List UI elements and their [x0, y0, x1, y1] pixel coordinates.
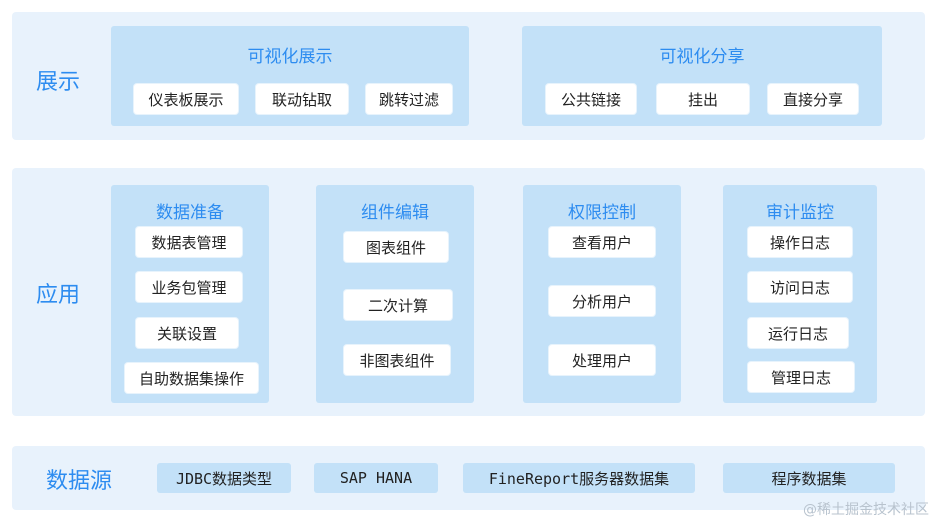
relation-settings-item: 关联设置 [136, 318, 238, 348]
access-log-item: 访问日志 [748, 272, 852, 302]
non-chart-component-item: 非图表组件 [344, 345, 450, 375]
manage-log-item: 管理日志 [748, 362, 854, 392]
view-user-item: 查看用户 [549, 227, 655, 257]
secondary-calc-item: 二次计算 [344, 290, 452, 320]
display-row-label: 展示 [36, 70, 81, 95]
data-table-manage-item: 数据表管理 [136, 227, 242, 257]
finereport-dataset-source-item: FineReport服务器数据集 [463, 463, 695, 493]
linkage-drill-item: 联动钻取 [256, 84, 348, 114]
jdbc-source-item: JDBC数据类型 [157, 463, 291, 493]
program-dataset-source-item: 程序数据集 [723, 463, 895, 493]
watermark: @稀土掘金技术社区 [803, 502, 929, 518]
hang-out-item: 挂出 [657, 84, 749, 114]
analysis-user-item: 分析用户 [549, 286, 655, 316]
data-prep-title: 数据准备 [156, 203, 224, 223]
visualization-share-title: 可视化分享 [659, 47, 745, 67]
visualization-display-title: 可视化展示 [247, 47, 333, 67]
self-service-dataset-item: 自助数据集操作 [125, 363, 258, 393]
sap-hana-source-item: SAP HANA [314, 463, 438, 493]
datasource-row-label: 数据源 [46, 469, 113, 494]
dashboard-display-item: 仪表板展示 [134, 84, 238, 114]
chart-component-item: 图表组件 [344, 232, 448, 262]
permission-title: 权限控制 [568, 203, 636, 223]
direct-share-item: 直接分享 [768, 84, 858, 114]
operation-log-item: 操作日志 [748, 227, 852, 257]
process-user-item: 处理用户 [549, 345, 655, 375]
component-edit-title: 组件编辑 [361, 203, 429, 223]
jump-filter-item: 跳转过滤 [366, 84, 452, 114]
application-row-label: 应用 [36, 283, 81, 308]
business-pack-manage-item: 业务包管理 [136, 272, 242, 302]
run-log-item: 运行日志 [748, 318, 848, 348]
audit-title: 审计监控 [766, 203, 834, 223]
public-link-item: 公共链接 [546, 84, 636, 114]
